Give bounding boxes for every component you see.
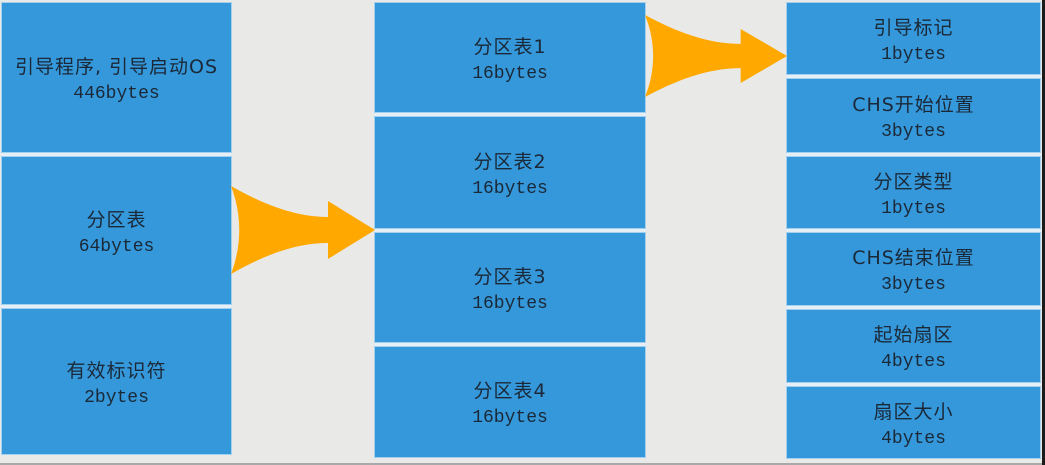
block-label: 分区表4 xyxy=(473,380,547,402)
column-partition-tables: 分区表1 16bytes 分区表2 16bytes 分区表3 16bytes 分… xyxy=(374,2,646,458)
block-size: 16bytes xyxy=(472,408,548,428)
block-partition-table: 分区表 64bytes xyxy=(1,156,232,305)
block-size: 4bytes xyxy=(881,428,946,449)
block-boot-flag: 引导标记 1bytes xyxy=(786,2,1041,75)
block-boot-loader: 引导程序, 引导启动OS 446bytes xyxy=(1,2,232,153)
block-valid-flag: 有效标识符 2bytes xyxy=(1,308,232,455)
curved-right-arrow-icon xyxy=(231,186,375,274)
block-partition-entry-1: 分区表1 16bytes xyxy=(374,2,646,113)
column-partition-entry-fields: 引导标记 1bytes CHS开始位置 3bytes 分区类型 1bytes C… xyxy=(786,2,1041,459)
block-sector-size: 扇区大小 4bytes xyxy=(786,386,1041,459)
block-label: 分区表1 xyxy=(473,35,547,58)
screenshot-bottom-edge xyxy=(0,463,1045,465)
block-label: 起始扇区 xyxy=(873,324,954,346)
block-label: CHS结束位置 xyxy=(852,247,975,269)
block-size: 3bytes xyxy=(881,275,946,295)
curved-right-arrow-icon xyxy=(645,15,787,97)
block-size: 4bytes xyxy=(881,352,946,372)
block-size: 16bytes xyxy=(472,178,548,199)
block-label: 引导程序, 引导启动OS xyxy=(14,55,219,78)
block-partition-type: 分区类型 1bytes xyxy=(786,156,1041,229)
block-size: 1bytes xyxy=(881,44,946,65)
screenshot-right-edge xyxy=(1042,0,1045,465)
block-size: 64bytes xyxy=(78,236,155,257)
block-label: 扇区大小 xyxy=(873,400,954,423)
block-label: 有效标识符 xyxy=(66,359,167,382)
block-label: 引导标记 xyxy=(873,16,954,39)
block-label: 分区表2 xyxy=(473,150,547,173)
block-size: 446bytes xyxy=(73,83,160,104)
block-label: CHS开始位置 xyxy=(852,93,975,116)
block-size: 2bytes xyxy=(84,387,149,408)
block-partition-entry-2: 分区表2 16bytes xyxy=(374,116,646,229)
block-size: 1bytes xyxy=(881,198,946,219)
block-partition-entry-3: 分区表3 16bytes xyxy=(374,232,646,343)
block-label: 分区表 xyxy=(86,208,147,231)
block-size: 16bytes xyxy=(472,293,548,314)
block-partition-entry-4: 分区表4 16bytes xyxy=(374,346,646,458)
block-start-sector: 起始扇区 4bytes xyxy=(786,309,1041,383)
block-label: 分区类型 xyxy=(873,170,954,193)
block-label: 分区表3 xyxy=(473,265,547,288)
block-chs-end: CHS结束位置 3bytes xyxy=(786,232,1041,306)
block-chs-start: CHS开始位置 3bytes xyxy=(786,78,1041,153)
block-size: 3bytes xyxy=(881,121,946,142)
column-mbr-sector: 引导程序, 引导启动OS 446bytes 分区表 64bytes 有效标识符 … xyxy=(1,2,232,455)
block-size: 16bytes xyxy=(472,63,548,84)
